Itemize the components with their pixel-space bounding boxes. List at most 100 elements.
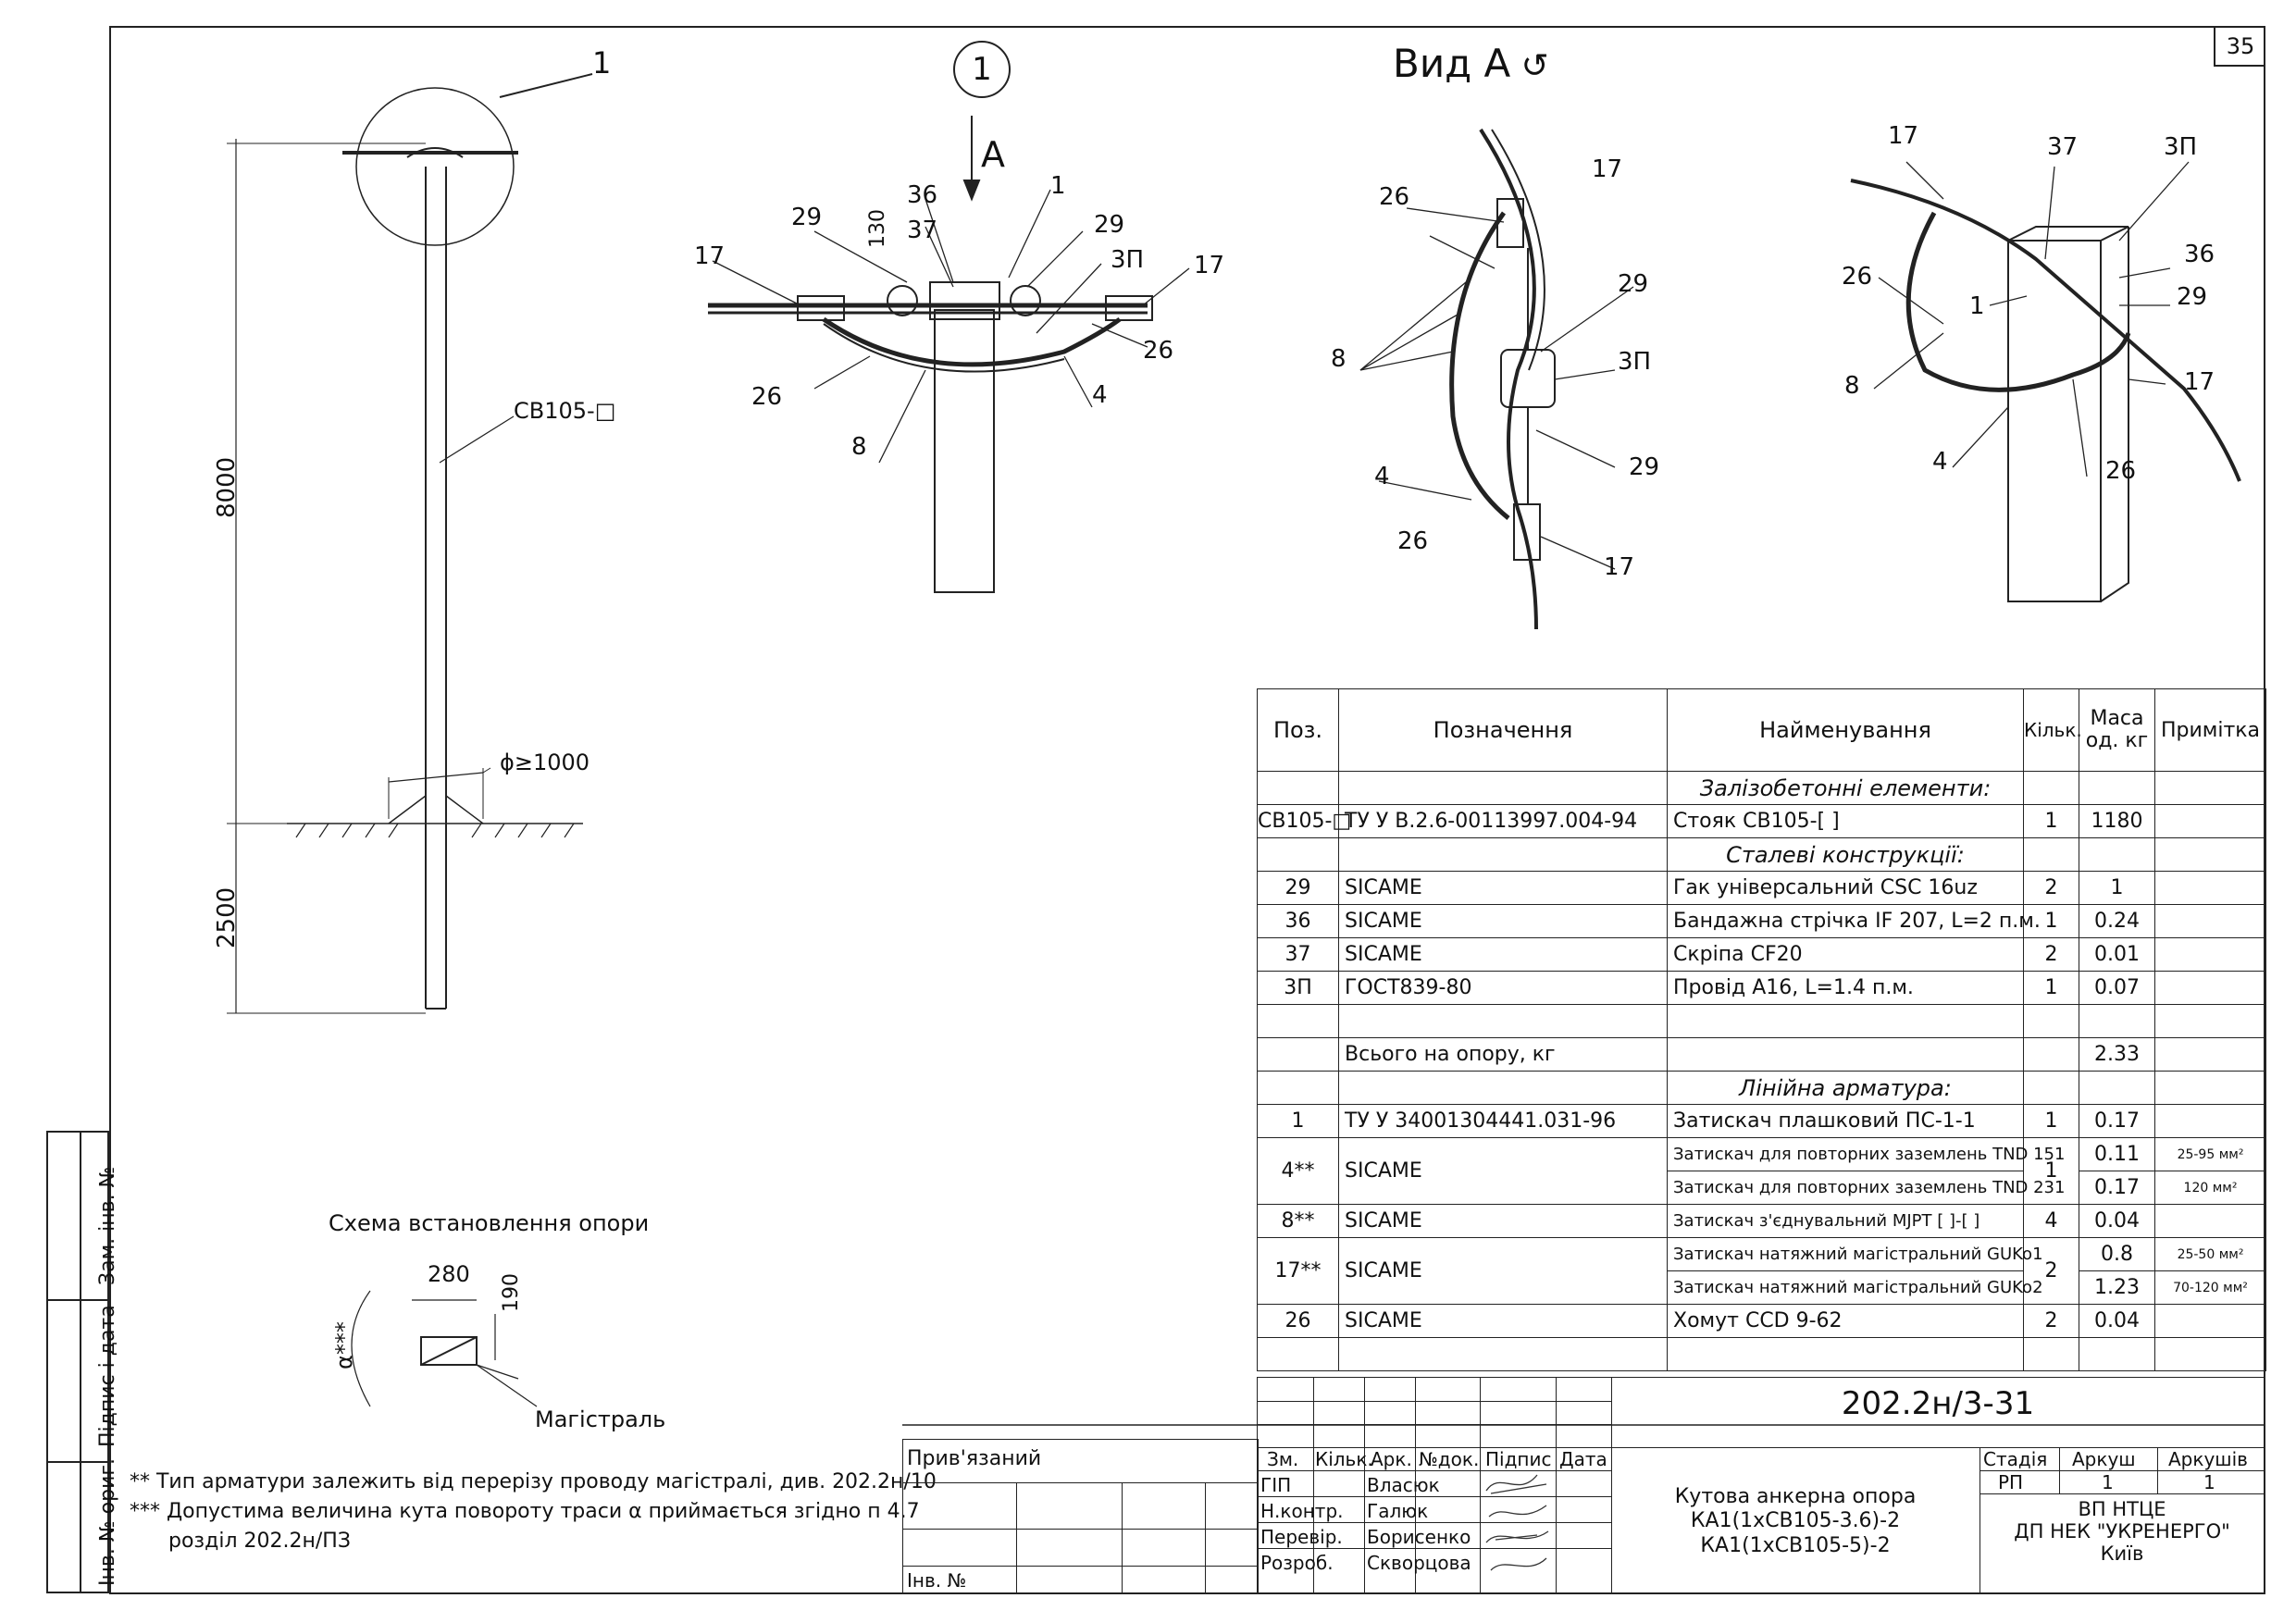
tb-role-ncontr: Н.контр.: [1260, 1500, 1344, 1522]
tb-name-3: Борисенко: [1367, 1526, 1471, 1548]
table-row: 1 ТУ У 34001304441.031-96 Затискач плашк…: [1257, 1104, 2266, 1138]
note-2: *** Допустима величина кута повороту тра…: [130, 1499, 920, 1523]
pole-elevation: [227, 73, 593, 1014]
label-va-8: 8: [1331, 345, 1347, 373]
spec-section-row: Залізобетонні елементи:: [1257, 771, 2266, 805]
label-d1-36: 36: [907, 181, 938, 209]
tb-col-change: Зм.: [1267, 1448, 1299, 1470]
tb-name-4: Скворцова: [1367, 1552, 1471, 1574]
label-iso-1: 1: [1969, 292, 1985, 320]
table-row: 36 SICAME Бандажна стрічка IF 207, L=2 п…: [1257, 904, 2266, 938]
spec-section-row: Сталеві конструкції:: [1257, 837, 2266, 872]
view-arrow-label: А: [981, 134, 1005, 175]
label-d1-26b: 26: [751, 383, 783, 411]
table-row: 3П ГОСТ839-80 Провід А16, L=1.4 п.м. 1 0…: [1257, 971, 2266, 1005]
spec-col-note: Примітка: [2154, 688, 2266, 772]
spec-col-mass: Маса од. кг: [2079, 688, 2155, 772]
label-iso-26a: 26: [1842, 263, 1873, 291]
spec-total-row: Всього на опору, кг 2.33: [1257, 1037, 2266, 1072]
rotation-icon: ↺: [1510, 47, 1549, 85]
spec-header-row: Поз. Позначення Найменування Кільк. Маса…: [1257, 688, 2266, 772]
label-iso-4: 4: [1932, 448, 1948, 476]
table-row: 37 SICAME Скріпа CF20 2 0.01: [1257, 937, 2266, 972]
note-1: ** Тип арматури залежить від перерізу пр…: [130, 1470, 937, 1493]
isometric-view: [1850, 179, 2241, 602]
specification-table: Поз. Позначення Найменування Кільк. Маса…: [1257, 688, 2266, 1371]
label-d1-17a: 17: [694, 242, 726, 270]
tb-col-sign: Підпис: [1485, 1448, 1552, 1470]
label-iso-3p: 3П: [2164, 133, 2198, 161]
stage-value: РП: [1998, 1471, 2024, 1493]
dim-diameter: ϕ≥1000: [500, 750, 590, 775]
drawing-title: Кутова анкерна опора КА1(1хСВ105-3.6)-2 …: [1674, 1485, 1917, 1557]
spec-section-fittings: Лінійна арматура:: [1667, 1071, 2024, 1105]
view-a-drawing: [1449, 128, 1556, 630]
signatures: [1485, 1474, 1549, 1571]
spec-col-pos: Поз.: [1257, 688, 1339, 772]
label-iso-37: 37: [2047, 133, 2079, 161]
dim-depth: 2500: [213, 886, 241, 948]
label-iso-26b: 26: [2105, 457, 2137, 485]
label-d1-3p: 3П: [1111, 246, 1145, 274]
side-stamp: Інв. № ориг. Підпис і дата Зам. інв. №: [46, 1131, 119, 1593]
inv-no-label: Інв. №: [907, 1569, 967, 1592]
spec-col-designation: Позначення: [1338, 688, 1668, 772]
organization: ВП НТЦЕ ДП НЕК "УКРЕНЕРГО" Київ: [2014, 1498, 2230, 1566]
sheets-value: 1: [2203, 1471, 2215, 1493]
label-va-17b: 17: [1604, 553, 1635, 581]
tb-name-2: Галюк: [1367, 1500, 1429, 1522]
label-va-29a: 29: [1618, 270, 1649, 298]
label-d1-17b: 17: [1194, 252, 1225, 279]
label-d1-8: 8: [851, 433, 867, 461]
table-row: 29 SICAME Гак універсальний CSC 16uz 2 1: [1257, 871, 2266, 905]
table-row: 8** SICAME Затискач з'єднувальний MJPT […: [1257, 1204, 2266, 1238]
tb-name-1: Власюк: [1367, 1474, 1440, 1496]
table-row: [1257, 1337, 2266, 1371]
table-row: 17** SICAME Затискач натяжний магістраль…: [1257, 1237, 2266, 1305]
label-va-26a: 26: [1379, 183, 1410, 211]
label-iso-17a: 17: [1888, 122, 1919, 150]
label-d1-4: 4: [1092, 381, 1108, 409]
callout-pole-1: 1: [592, 45, 612, 81]
dim-height: 8000: [213, 456, 241, 518]
scheme-dim-190: 190: [500, 1273, 523, 1312]
label-iso-36: 36: [2184, 241, 2215, 268]
tb-col-qty: Кільк.: [1315, 1448, 1373, 1470]
table-row: [1257, 1004, 2266, 1038]
table-row: Затискач натяжний магістральний GUKo2 1.…: [1258, 1270, 2266, 1305]
table-row: СВ105-□ ТУ У В.2.6-00113997.004-94 Стояк…: [1257, 804, 2266, 838]
tb-col-date: Дата: [1559, 1448, 1607, 1470]
label-va-4: 4: [1374, 463, 1390, 490]
label-d1-37: 37: [907, 217, 938, 244]
scheme-title: Схема встановлення опори: [329, 1210, 650, 1236]
sheet-label: Аркуш: [2072, 1448, 2136, 1470]
title-block: Зм. Кільк. Арк. №док. Підпис Дата ГІП Н.…: [1257, 1377, 2265, 1594]
label-iso-8: 8: [1844, 372, 1860, 400]
view-title: Вид А ↺: [1393, 41, 1549, 86]
dim-130: 130: [866, 209, 889, 248]
sheet-number: 35: [2214, 28, 2265, 67]
label-va-17a: 17: [1592, 155, 1623, 183]
scheme-mainline: Магістраль: [535, 1406, 666, 1432]
notes: ** Тип арматури залежить від перерізу пр…: [130, 1468, 937, 1556]
sheet-value: 1: [2102, 1471, 2114, 1493]
spec-section-steel: Сталеві конструкції:: [1667, 837, 2024, 872]
label-d1-26a: 26: [1143, 337, 1174, 365]
label-iso-17b: 17: [2184, 368, 2215, 396]
scheme-alpha: α***: [331, 1321, 357, 1369]
linked-block: Прив'язаний Інв. №: [902, 1439, 1259, 1594]
sheets-label: Аркушів: [2168, 1448, 2248, 1470]
detail-1-view: [708, 116, 1153, 593]
spec-col-qty: Кільк.: [2023, 688, 2082, 772]
table-row: 26 SICAME Хомут CCD 9-62 2 0.04: [1257, 1304, 2266, 1338]
table-row: 4** SICAME Затискач для повторних заземл…: [1257, 1137, 2266, 1205]
linked-label: Прив'язаний: [907, 1447, 1042, 1470]
spec-section-row: Лінійна арматура:: [1257, 1071, 2266, 1105]
stage-label: Стадія: [1983, 1448, 2048, 1470]
installation-scheme: [351, 1290, 538, 1407]
spec-section-rc: Залізобетонні елементи:: [1667, 771, 2024, 805]
table-row: Затискач для повторних заземлень TND 231…: [1258, 1171, 2266, 1205]
note-3: розділ 202.2н/ПЗ: [168, 1529, 351, 1553]
leader-lines: [712, 161, 2190, 570]
